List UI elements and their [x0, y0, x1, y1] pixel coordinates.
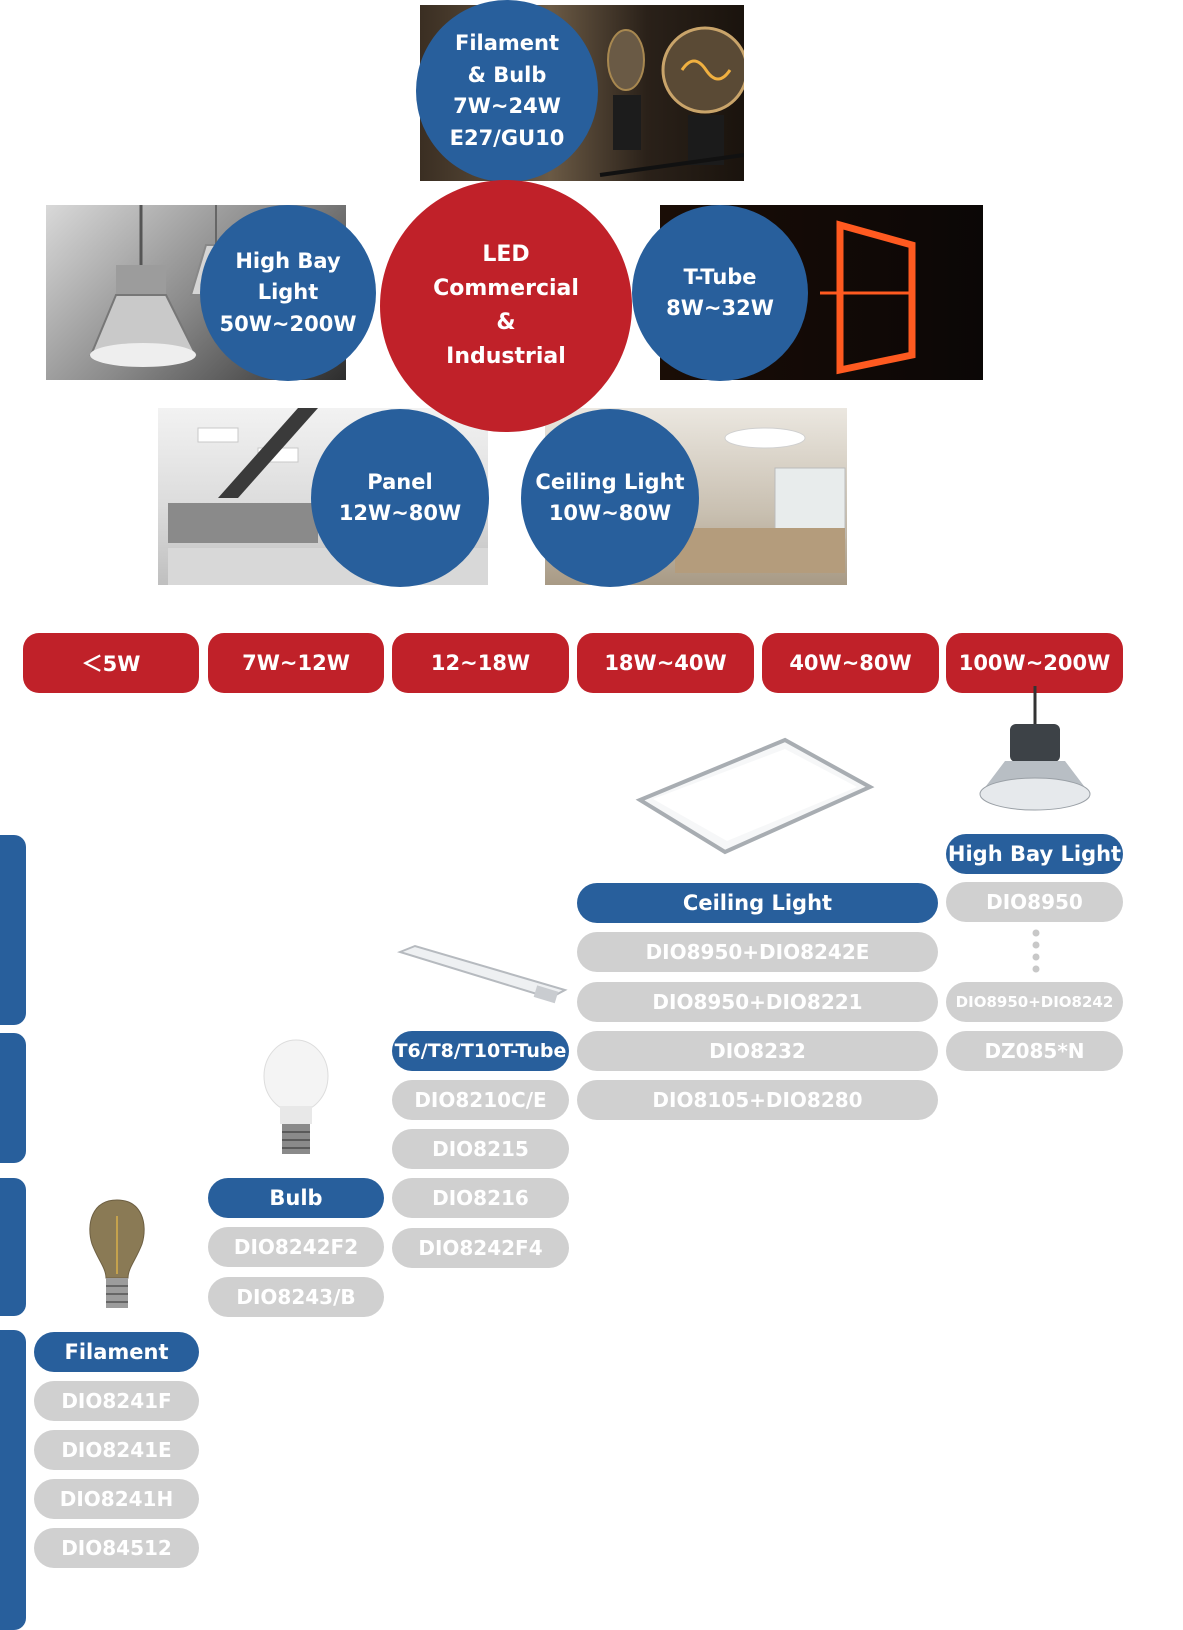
hub-center[interactable]: LED Commercial & Industrial	[380, 180, 632, 432]
ceiling-model-1[interactable]: DIO8950+DIO8242E	[577, 932, 938, 972]
hub-filament-line1: Filament	[454, 31, 560, 55]
highbay-model-1[interactable]: DIO8950	[946, 882, 1123, 922]
hub-center-line2: Commercial	[433, 275, 579, 301]
hub-high-bay-line2: Light	[257, 280, 319, 305]
power-range-2[interactable]: 7W~12W	[208, 633, 384, 693]
side-tab-4[interactable]	[0, 1330, 26, 1630]
ceiling-model-4[interactable]: DIO8105+DIO8280	[577, 1080, 938, 1120]
ceiling-model-3[interactable]: DIO8232	[577, 1031, 938, 1071]
hub-center-line4: Industrial	[446, 344, 566, 370]
hub-filament-line2: & Bulb	[467, 62, 547, 87]
tube-model-2[interactable]: DIO8215	[392, 1129, 569, 1169]
bulb-model-1[interactable]: DIO8242F2	[208, 1227, 384, 1267]
ceiling-panel-icon	[635, 737, 875, 855]
hub-filament-bulb[interactable]: Filament & Bulb 7W~24W E27/GU10	[416, 0, 598, 182]
hub-ceiling-line1: Ceiling Light	[535, 469, 685, 494]
hub-t-tube[interactable]: T-Tube 8W~32W	[632, 205, 808, 381]
tube-fixture-icon	[396, 944, 568, 1004]
power-range-6[interactable]: 100W~200W	[946, 633, 1123, 693]
vintage-bulbs-icon	[599, 26, 744, 177]
hub-ceiling-line2: 10W~80W	[548, 501, 672, 525]
led-bulb-icon	[263, 1039, 329, 1154]
tube-model-4[interactable]: DIO8242F4	[392, 1228, 569, 1268]
tube-header[interactable]: T6/T8/T10T-Tube	[392, 1031, 569, 1071]
bulb-header[interactable]: Bulb	[208, 1178, 384, 1218]
hub-panel-line1: Panel	[367, 469, 433, 494]
hub-center-line3: &	[496, 310, 516, 335]
side-tab-2[interactable]	[0, 1033, 26, 1163]
side-tab-3[interactable]	[0, 1178, 26, 1316]
highbay-header[interactable]: High Bay Light	[946, 834, 1123, 874]
hub-t-tube-line1: T-Tube	[683, 264, 757, 289]
hub-high-bay-line3: 50W~200W	[219, 311, 357, 336]
hub-panel-line2: 12W~80W	[338, 501, 462, 525]
tube-model-3[interactable]: DIO8216	[392, 1178, 569, 1218]
bedroom-ceiling-icon	[675, 427, 846, 573]
hub-center-line1: LED	[482, 241, 530, 267]
hub-panel[interactable]: Panel 12W~80W	[311, 409, 489, 587]
more-dots-icon	[1030, 928, 1042, 974]
ceiling-header[interactable]: Ceiling Light	[577, 883, 938, 923]
power-range-3[interactable]: 12~18W	[392, 633, 569, 693]
side-tab-1[interactable]	[0, 835, 26, 1025]
ceiling-model-2[interactable]: DIO8950+DIO8221	[577, 982, 938, 1022]
power-range-1[interactable]: ＜5W	[23, 633, 199, 693]
hub-filament-line3: 7W~24W	[453, 94, 561, 118]
hub-high-bay[interactable]: High Bay Light 50W~200W	[200, 205, 376, 381]
filament-model-2[interactable]: DIO8241E	[34, 1430, 199, 1470]
power-range-4[interactable]: 18W~40W	[577, 633, 754, 693]
tube-frame-icon	[820, 220, 916, 375]
hub-filament-line4: E27/GU10	[449, 125, 565, 150]
filament-bulb-icon	[89, 1199, 145, 1308]
filament-model-3[interactable]: DIO8241H	[34, 1479, 199, 1519]
filament-header[interactable]: Filament	[34, 1332, 199, 1372]
filament-model-4[interactable]: DIO84512	[34, 1528, 199, 1568]
high-bay-lamp-icon	[979, 686, 1091, 811]
hub-high-bay-line1: High Bay	[235, 248, 341, 273]
power-range-5[interactable]: 40W~80W	[762, 633, 939, 693]
hub-ceiling[interactable]: Ceiling Light 10W~80W	[521, 409, 699, 587]
tube-model-1[interactable]: DIO8210C/E	[392, 1080, 569, 1120]
hub-t-tube-line2: 8W~32W	[666, 296, 774, 320]
highbay-model-3[interactable]: DZ085*N	[946, 1031, 1123, 1071]
highbay-model-2[interactable]: DIO8950+DIO8242	[946, 982, 1123, 1022]
bulb-model-2[interactable]: DIO8243/B	[208, 1277, 384, 1317]
filament-model-1[interactable]: DIO8241F	[34, 1381, 199, 1421]
